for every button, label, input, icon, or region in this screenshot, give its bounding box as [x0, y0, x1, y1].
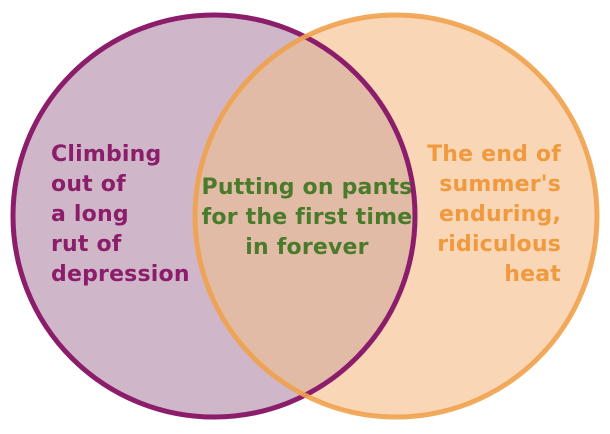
left-circle-outline [10, 12, 418, 420]
overlap-region [195, 15, 415, 417]
overlap-label: Putting on pants for the first time in f… [176, 173, 438, 263]
left-set-line: rut of [51, 232, 122, 257]
overlap-line: Putting on pants [201, 175, 413, 200]
left-set-line: out of [51, 172, 126, 197]
right-circle-outline [192, 12, 600, 420]
overlap-line: for the first time [201, 205, 413, 230]
left-set-line: Climbing [51, 142, 162, 167]
left-set-line: a long [51, 202, 129, 227]
right-set-line: ridiculous [437, 232, 561, 257]
overlap-line: in forever [245, 235, 369, 260]
right-set-line: summer's [439, 172, 561, 197]
right-set-line: heat [504, 262, 561, 287]
right-set-line: enduring, [439, 202, 561, 227]
right-set-line: The end of [427, 142, 561, 167]
left-set-line: depression [51, 262, 190, 287]
left-set-label: Climbing out of a long rut of depression [51, 140, 190, 290]
right-set-label: The end of summer's enduring, ridiculous… [427, 140, 561, 290]
